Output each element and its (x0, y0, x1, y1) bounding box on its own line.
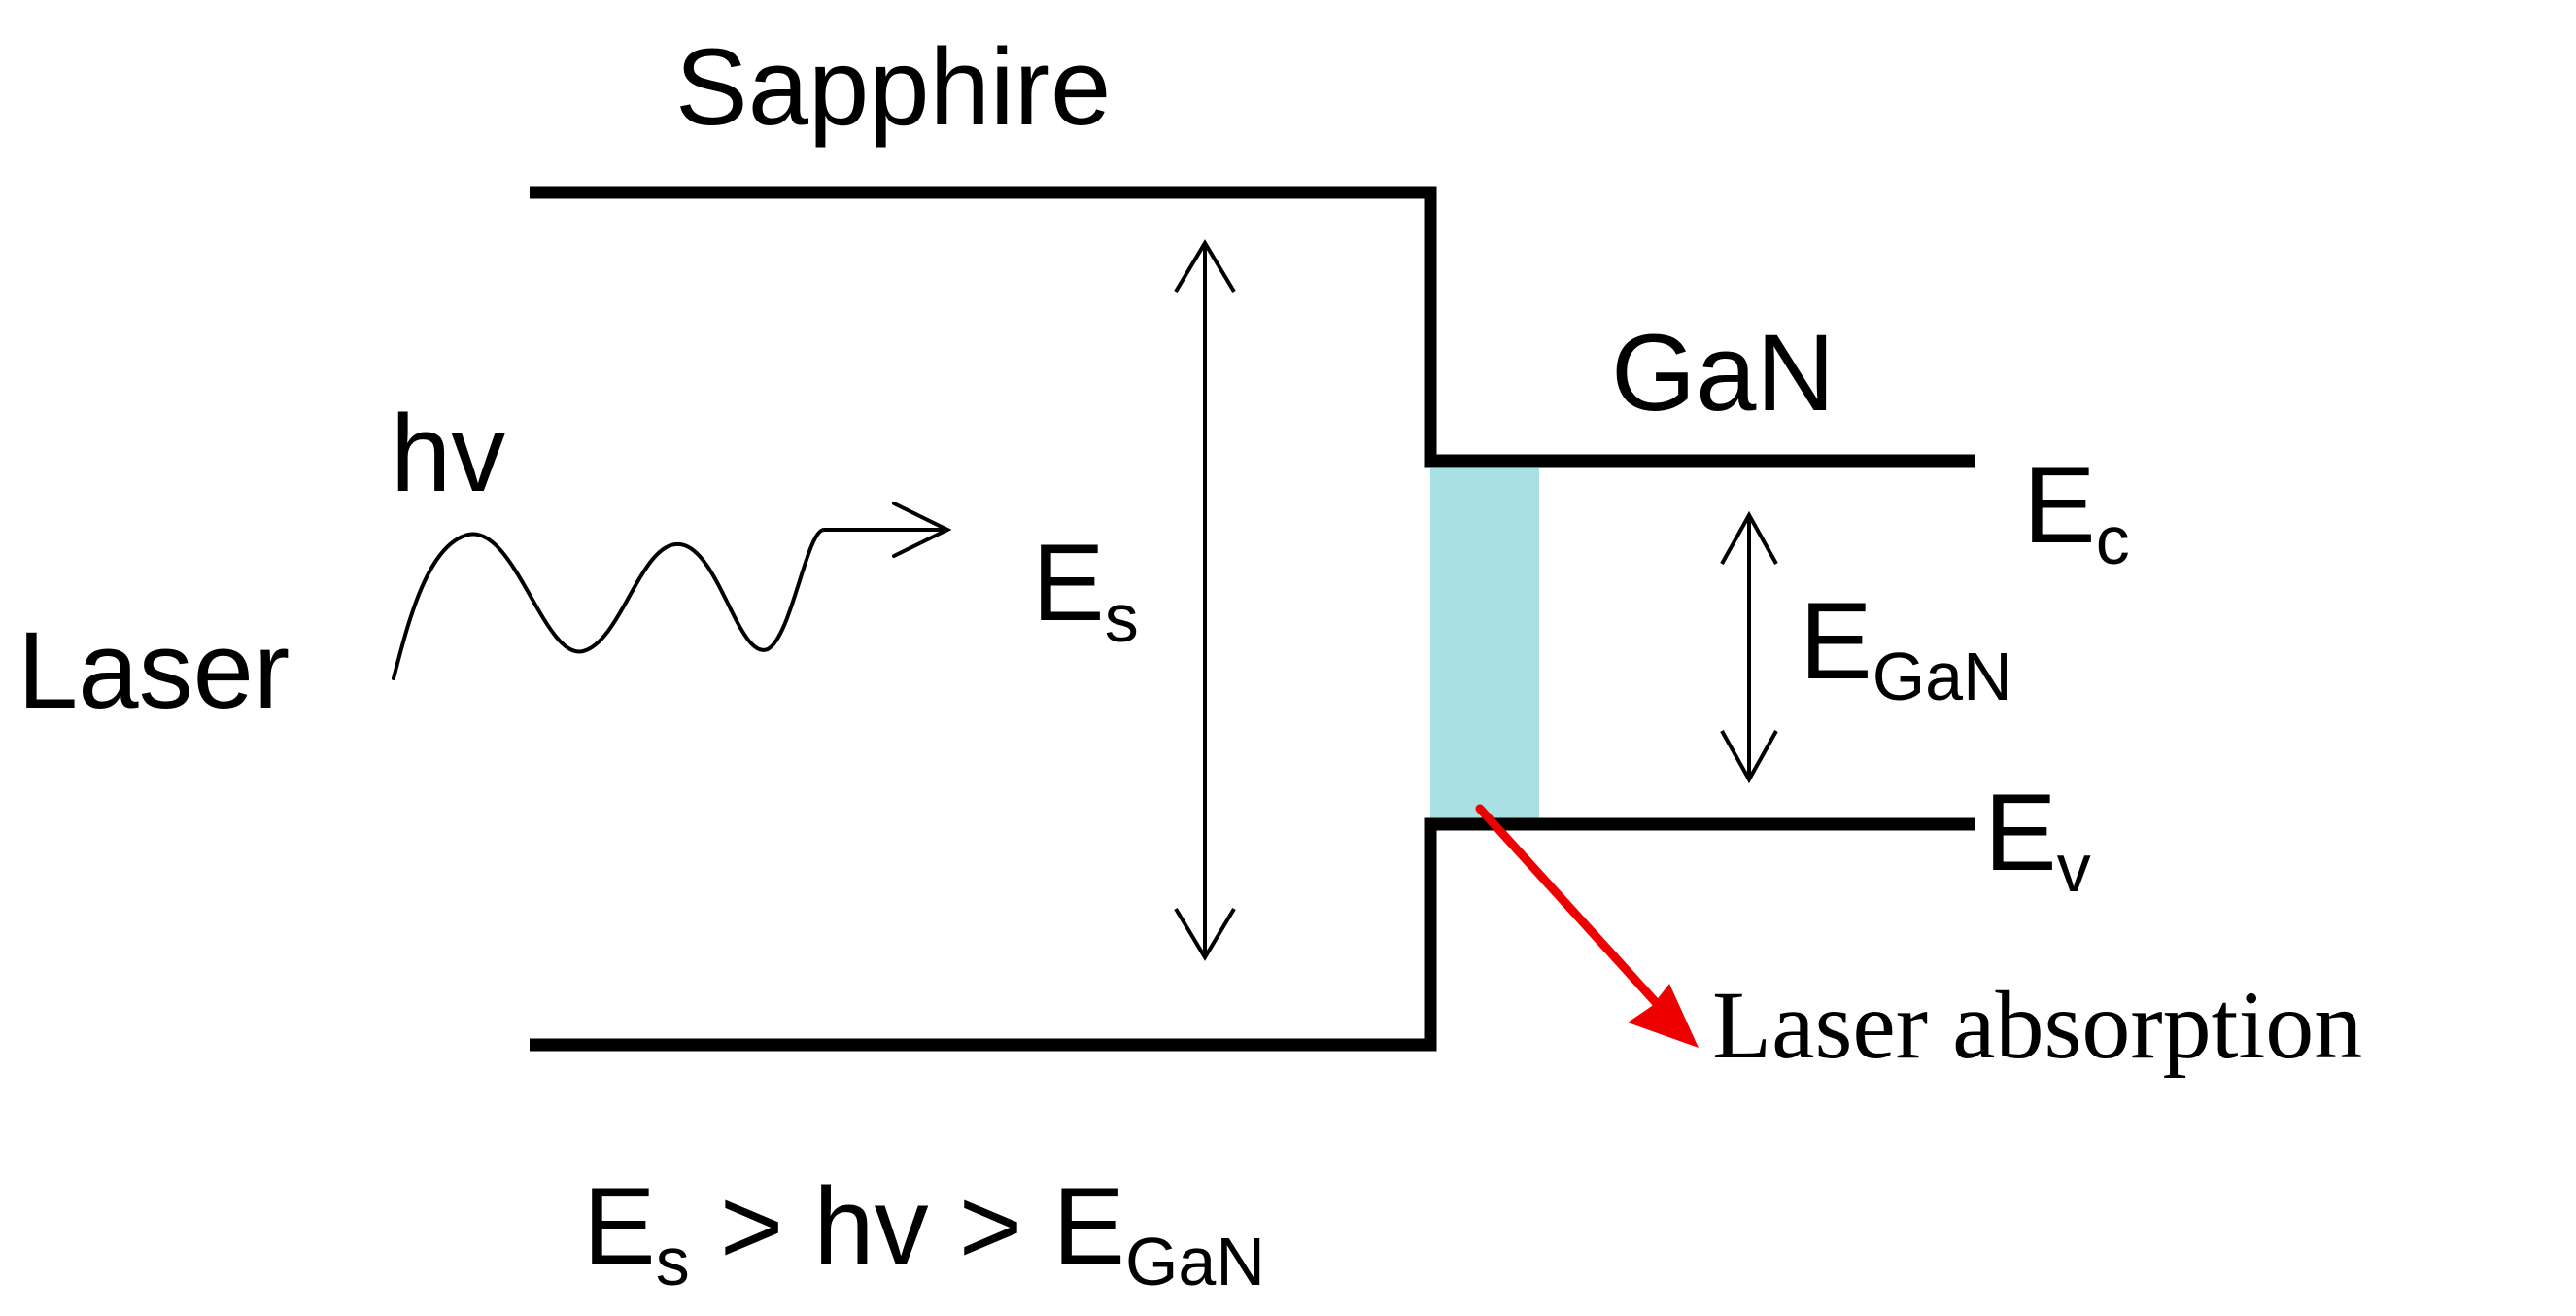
egan-double-arrow (1720, 510, 1778, 784)
ec-label: Ec (2023, 444, 2130, 578)
condition-s1: s (656, 1224, 690, 1299)
ec-label-main: E (2023, 444, 2096, 566)
gan-label: GaN (1611, 312, 1835, 433)
egan-label: EGaN (1800, 580, 2012, 714)
condition-e1: E (583, 1165, 656, 1287)
ev-label-sub: v (2057, 830, 2091, 906)
condition-e2: E (1052, 1165, 1125, 1287)
absorption-arrow (1475, 804, 1699, 1048)
condition-label: Es > hv > EGaN (583, 1165, 1265, 1299)
es-double-arrow (1174, 239, 1236, 961)
band-edge-outline (530, 186, 1975, 1052)
laser-absorption-label: Laser absorption (1712, 971, 2362, 1079)
sapphire-label: Sapphire (675, 26, 1111, 148)
condition-mid: > hv > (690, 1165, 1053, 1287)
ev-label: Ev (1984, 772, 2091, 906)
es-label: Es (1032, 522, 1139, 656)
es-label-main: E (1032, 522, 1105, 643)
absorption-region (1430, 468, 1539, 820)
photon-wave-arrow (392, 502, 952, 680)
ec-label-sub: c (2096, 502, 2130, 578)
condition-s2: GaN (1125, 1224, 1265, 1299)
hv-label: hv (391, 393, 505, 514)
egan-label-main: E (1800, 580, 1872, 702)
ev-label-main: E (1984, 772, 2057, 893)
es-label-sub: s (1105, 580, 1139, 656)
egan-label-sub: GaN (1872, 639, 2012, 714)
laser-label: Laser (17, 609, 290, 731)
